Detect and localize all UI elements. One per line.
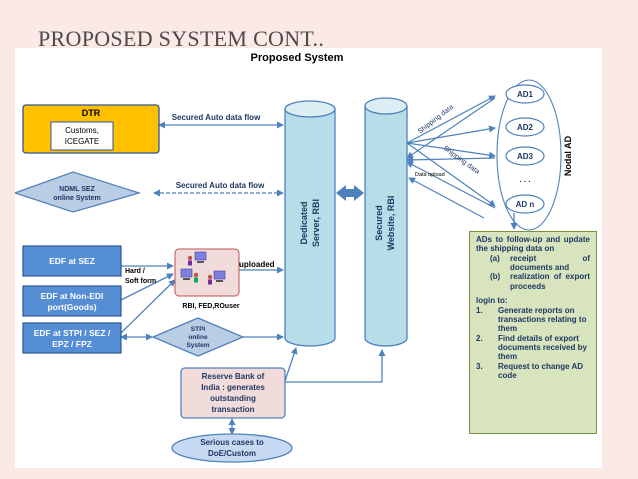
customs-line-1: Customs, (65, 126, 99, 135)
uploaded-label: uploaded (239, 260, 275, 269)
users-caption: RBI, FED,ROuser (182, 303, 239, 310)
list-text: Request to change AD code (498, 361, 584, 381)
list-text: Generate reports on transactions relatin… (498, 305, 587, 334)
nodal-ad-label: Nodal AD (563, 135, 573, 176)
list-item: (b) realization of export proceeds (476, 272, 590, 291)
customs-line-2: ICEGATE (65, 137, 100, 146)
ad-3-label: AD3 (517, 152, 534, 161)
ndml-line-2: online System (53, 195, 100, 202)
shipping-label-1: Shipping data (417, 104, 455, 136)
arrow-rbi-server (284, 347, 298, 382)
edf-sez-label: EDF at SEZ (49, 256, 95, 266)
notes-sub-list: (a) receipt of documents and (b) realizati… (476, 254, 590, 291)
flow-label-2: Secured Auto data flow (176, 181, 265, 190)
ndml-line-1: NDML SEZ (59, 186, 95, 193)
stpi-line-3: System (186, 342, 209, 349)
arrow-nonedi-users (120, 273, 174, 301)
ad-1-label: AD1 (517, 90, 534, 99)
computer-user-icon (207, 270, 226, 285)
ndml-sez-diamond: NDML SEZ online System (15, 171, 142, 213)
list-marker: 1. (476, 305, 483, 315)
edf-nonedi-line-1: EDF at Non-EDI (41, 291, 104, 301)
stpi-line-2: online (188, 334, 208, 341)
list-item: (a) receipt of documents and (476, 254, 590, 273)
ad-3-node: AD3 (505, 146, 545, 166)
list-marker: 2. (476, 333, 483, 343)
serious-line-1: Serious cases to (200, 438, 264, 447)
edf-stpi-line-1: EDF at STPI / SEZ / (34, 328, 111, 338)
arrow-stpi-users (120, 279, 176, 334)
flow-label-1: Secured Auto data flow (172, 113, 261, 122)
edf-sez-box: EDF at SEZ (22, 245, 122, 277)
list-item: 2. Find details of export documents recei… (476, 334, 590, 362)
dedicated-server-cylinder: Dedicated Server, RBI (284, 100, 336, 347)
users-box (174, 248, 240, 297)
list-text: realization of export proceeds (510, 272, 590, 291)
notes-intro: ADs to follow-up and update the shipping… (476, 235, 590, 254)
notes-item-list: 1. Generate reports on transactions relat… (476, 306, 590, 381)
list-marker: (a) (490, 253, 500, 263)
stpi-line-1: STPI (191, 326, 206, 333)
list-text: receipt of documents and (510, 253, 590, 273)
ad-dots: . . . (519, 175, 530, 184)
server-line-2: Server, RBI (311, 199, 321, 247)
ad-group-outline (496, 79, 562, 231)
edf-nonedi-line-2: port(Goods) (47, 302, 96, 312)
list-item: 1. Generate reports on transactions relat… (476, 306, 590, 334)
notes-box: ADs to follow-up and update the shipping… (469, 231, 597, 434)
ad-n-label: AD n (516, 200, 535, 209)
arrow-notes-website (408, 177, 485, 219)
hard-soft-line-2: Soft form (125, 278, 156, 285)
notes-login: login to: (476, 296, 508, 306)
serious-line-2: DoE/Custom (208, 449, 256, 458)
arrow-rbi-website (285, 349, 386, 383)
edf-nonedi-box: EDF at Non-EDI port(Goods) (22, 285, 122, 317)
slide-title: PROPOSED SYSTEM CONT.. (38, 26, 325, 51)
edf-stpi-box: EDF at STPI / SEZ / EPZ / FPZ (22, 322, 122, 354)
customs-box (50, 121, 114, 151)
rbi-line-2: India : generates (201, 383, 265, 392)
shipping-label-2: Shipping data (442, 145, 481, 176)
list-text: Find details of export documents receive… (498, 333, 587, 362)
list-marker: (b) (490, 272, 501, 282)
hard-soft-line-1: Hard / (125, 268, 145, 275)
server-website-arrow (336, 185, 364, 201)
ad-n-node: AD n (505, 194, 545, 214)
ad-1-node: AD1 (505, 84, 545, 104)
list-item: 3. Request to change AD code (476, 362, 590, 381)
edf-stpi-line-2: EPZ / FPZ (52, 339, 92, 349)
data-upload-label: Data upload (415, 172, 445, 178)
computer-user-icon (187, 251, 207, 266)
diagram-title: Proposed System (251, 52, 344, 64)
secured-website-cylinder: Secured Website, RBI (364, 97, 408, 347)
computer-user-icon (180, 268, 199, 283)
dtr-title: DTR (82, 108, 101, 118)
stpi-online-diamond: STPI online System (151, 317, 245, 357)
fan-to-ads (406, 95, 496, 209)
list-marker: 3. (476, 361, 483, 371)
ad-2-label: AD2 (517, 123, 534, 132)
diagram-canvas: Proposed System Secured Auto data flow S… (15, 52, 573, 463)
rbi-box: Reserve Bank of India : generates outsta… (180, 367, 286, 419)
rbi-line-3: outstanding (210, 394, 256, 403)
server-line-1: Dedicated (299, 201, 309, 244)
rbi-line-4: transaction (211, 405, 254, 414)
serious-cases-ellipse: Serious cases to DoE/Custom (171, 433, 293, 463)
ad-2-node: AD2 (505, 117, 545, 137)
website-line-2: Website, RBI (386, 196, 396, 251)
website-line-1: Secured (374, 205, 384, 241)
rbi-line-1: Reserve Bank of (202, 372, 265, 381)
dtr-box: DTR Customs, ICEGATE (22, 104, 160, 154)
